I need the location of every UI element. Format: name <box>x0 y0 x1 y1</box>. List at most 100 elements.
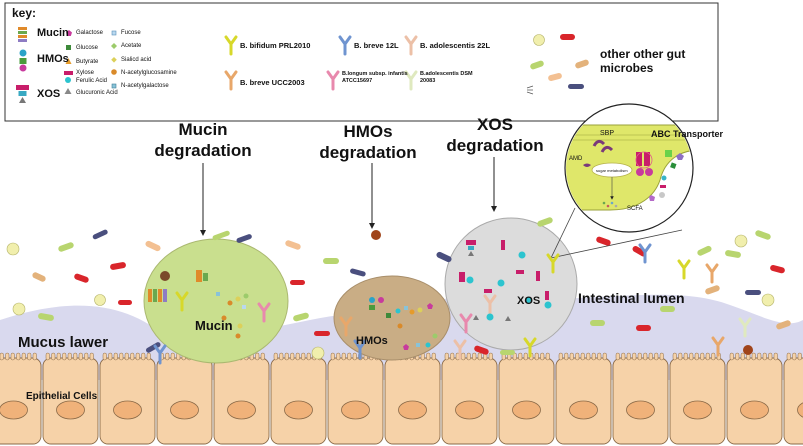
sbp-icon <box>592 139 614 153</box>
microvillus <box>586 352 591 361</box>
microvillus <box>119 352 124 361</box>
key-strain-breve-ucc: B. breve UCC2003 <box>240 78 305 87</box>
microvillus <box>426 352 431 361</box>
zoom-transporter-panel <box>564 103 694 233</box>
cell-nucleus <box>0 400 28 420</box>
title-mucin: Mucin degradation <box>154 120 252 160</box>
key-butyrate: Butyrate <box>76 59 99 65</box>
hmos-bubble <box>333 275 451 361</box>
microvillus <box>580 352 585 361</box>
microvillus <box>466 352 471 361</box>
microvillus <box>124 352 129 361</box>
cell-nucleus <box>797 402 803 418</box>
key-heading: key: <box>12 6 37 20</box>
microvillus <box>341 352 346 361</box>
microvillus <box>488 352 493 361</box>
microvillus <box>797 352 802 361</box>
hmos-particles <box>369 297 438 350</box>
microvillus <box>643 352 648 361</box>
key-label-hmos: HMOs <box>37 53 69 65</box>
cell-nucleus <box>113 400 142 420</box>
cell-nucleus <box>683 400 712 420</box>
microvillus <box>67 352 72 361</box>
microvillus <box>146 352 151 361</box>
microvillus <box>757 352 762 361</box>
microvillus <box>10 352 15 361</box>
microvillus <box>27 352 32 361</box>
microvillus <box>141 352 146 361</box>
key-galactose: Galactose <box>76 30 104 36</box>
microvillus <box>729 352 734 361</box>
title-arrows <box>200 157 497 236</box>
sugar-key-icons <box>64 30 117 94</box>
key-label-xos: XOS <box>37 88 61 100</box>
microvillus <box>591 352 596 361</box>
other-microbes-key-icons <box>526 34 589 95</box>
microvillus <box>450 352 455 361</box>
key-sialic-acid: Sialicd acid <box>121 57 152 63</box>
microvillus <box>545 352 550 361</box>
cell-nucleus <box>227 400 256 420</box>
key-strain-bifidum: B. bifidum PRL2010 <box>240 41 311 50</box>
microvillus <box>523 352 528 361</box>
microvillus <box>78 352 83 361</box>
microvillus <box>602 352 607 361</box>
microvillus <box>762 352 767 361</box>
microvillus <box>768 352 773 361</box>
microvillus <box>431 352 436 361</box>
abc-transporter-icon <box>635 151 653 176</box>
microvillus <box>569 352 574 361</box>
microvillus <box>689 352 694 361</box>
cell-nucleus <box>170 400 199 420</box>
microvillus <box>540 352 545 361</box>
microvillus <box>654 352 659 361</box>
key-other-microbes: other other gut microbes <box>600 47 686 75</box>
zoom-label-abc-transporter: ABC Transporter <box>651 129 724 139</box>
key-xylose: Xylose <box>76 70 95 76</box>
cell-nucleus <box>284 400 313 420</box>
title-hmos: HMOs degradation <box>319 122 417 162</box>
zoom-label-amd: AMD <box>569 156 583 162</box>
microvillus <box>683 352 688 361</box>
microvillus <box>518 352 523 361</box>
microvillus <box>564 352 569 361</box>
microvillus <box>89 352 94 361</box>
microvillus <box>740 352 745 361</box>
cell-nucleus <box>626 400 655 420</box>
microvillus <box>558 352 563 361</box>
microvillus <box>56 352 61 361</box>
microvillus <box>284 352 289 361</box>
microvillus <box>444 352 449 361</box>
key-fucose: Fucose <box>121 30 141 36</box>
microvillus <box>102 352 107 361</box>
microvillus <box>62 352 67 361</box>
xos-key-icon <box>16 85 29 103</box>
microvillus <box>534 352 539 361</box>
label-epithelial-cells: Epithelial Cells <box>26 391 98 402</box>
zoom-connectors <box>550 207 683 259</box>
microvillus <box>306 352 311 361</box>
key-strain-adolescentis-22l: B. adolescentis 22L <box>420 41 491 50</box>
microvillus <box>352 352 357 361</box>
microvillus <box>301 352 306 361</box>
key-label-mucin: Mucin <box>37 27 69 39</box>
label-mucus-layer: Mucus lawer <box>18 334 109 351</box>
microvillus <box>705 352 710 361</box>
key-glucose: Glucose <box>76 45 99 51</box>
cell-nucleus <box>455 400 484 420</box>
microvillus <box>575 352 580 361</box>
microvillus <box>279 352 284 361</box>
cell-nucleus <box>569 400 598 420</box>
microvillus <box>472 352 477 361</box>
epithelial-cells <box>0 352 803 445</box>
microvillus <box>694 352 699 361</box>
microvillus <box>477 352 482 361</box>
microvillus <box>659 352 664 361</box>
label-xos-bubble: XOS <box>517 295 541 307</box>
microvillus <box>113 352 118 361</box>
microvillus <box>0 352 4 361</box>
microvillus <box>165 352 170 361</box>
microvillus <box>615 352 620 361</box>
microvillus <box>637 352 642 361</box>
